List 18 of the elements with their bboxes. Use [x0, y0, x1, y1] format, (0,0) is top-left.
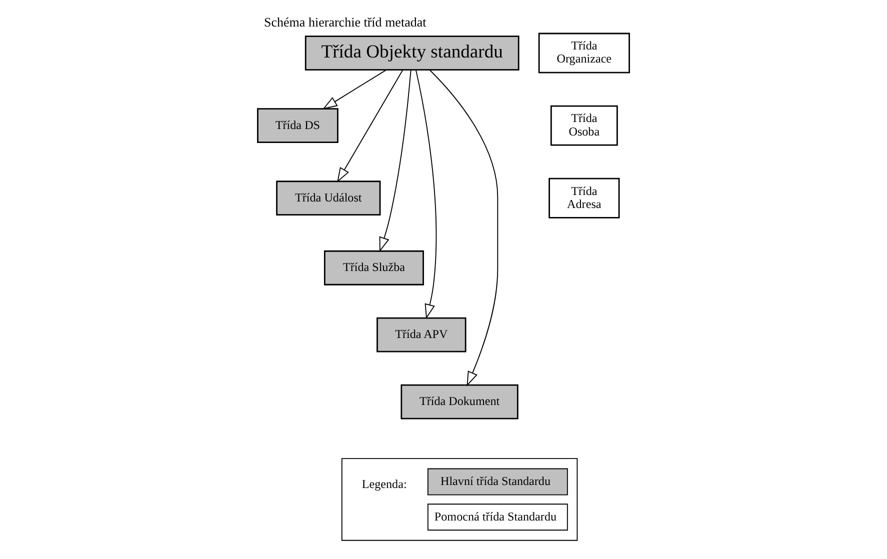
- diagram-title: Schéma hierarchie tříd metadat: [264, 14, 426, 30]
- arrow: [337, 69, 404, 182]
- legend-label: Hlavní třída Standardu: [440, 474, 551, 488]
- arrow: [322, 69, 387, 110]
- node-box: Třída Dokument: [400, 384, 518, 420]
- node-box: Třída Služba: [324, 250, 424, 286]
- node-box: Třída APV: [376, 317, 466, 352]
- arrow: [379, 69, 412, 252]
- node-box: Třída Událost: [276, 180, 381, 216]
- node-box: Třída Organizace: [538, 32, 630, 74]
- legend-label: Pomocná třída Standardu: [434, 509, 557, 524]
- node-box: Třída Objekty standardu: [304, 36, 520, 70]
- node-box: Třída DS: [257, 108, 338, 144]
- node-box: Třída Osoba: [550, 105, 618, 146]
- node-box: Třída Adresa: [548, 178, 620, 218]
- label: Legenda:: [362, 476, 407, 491]
- arrow: [429, 70, 498, 386]
- arrow: [415, 69, 437, 320]
